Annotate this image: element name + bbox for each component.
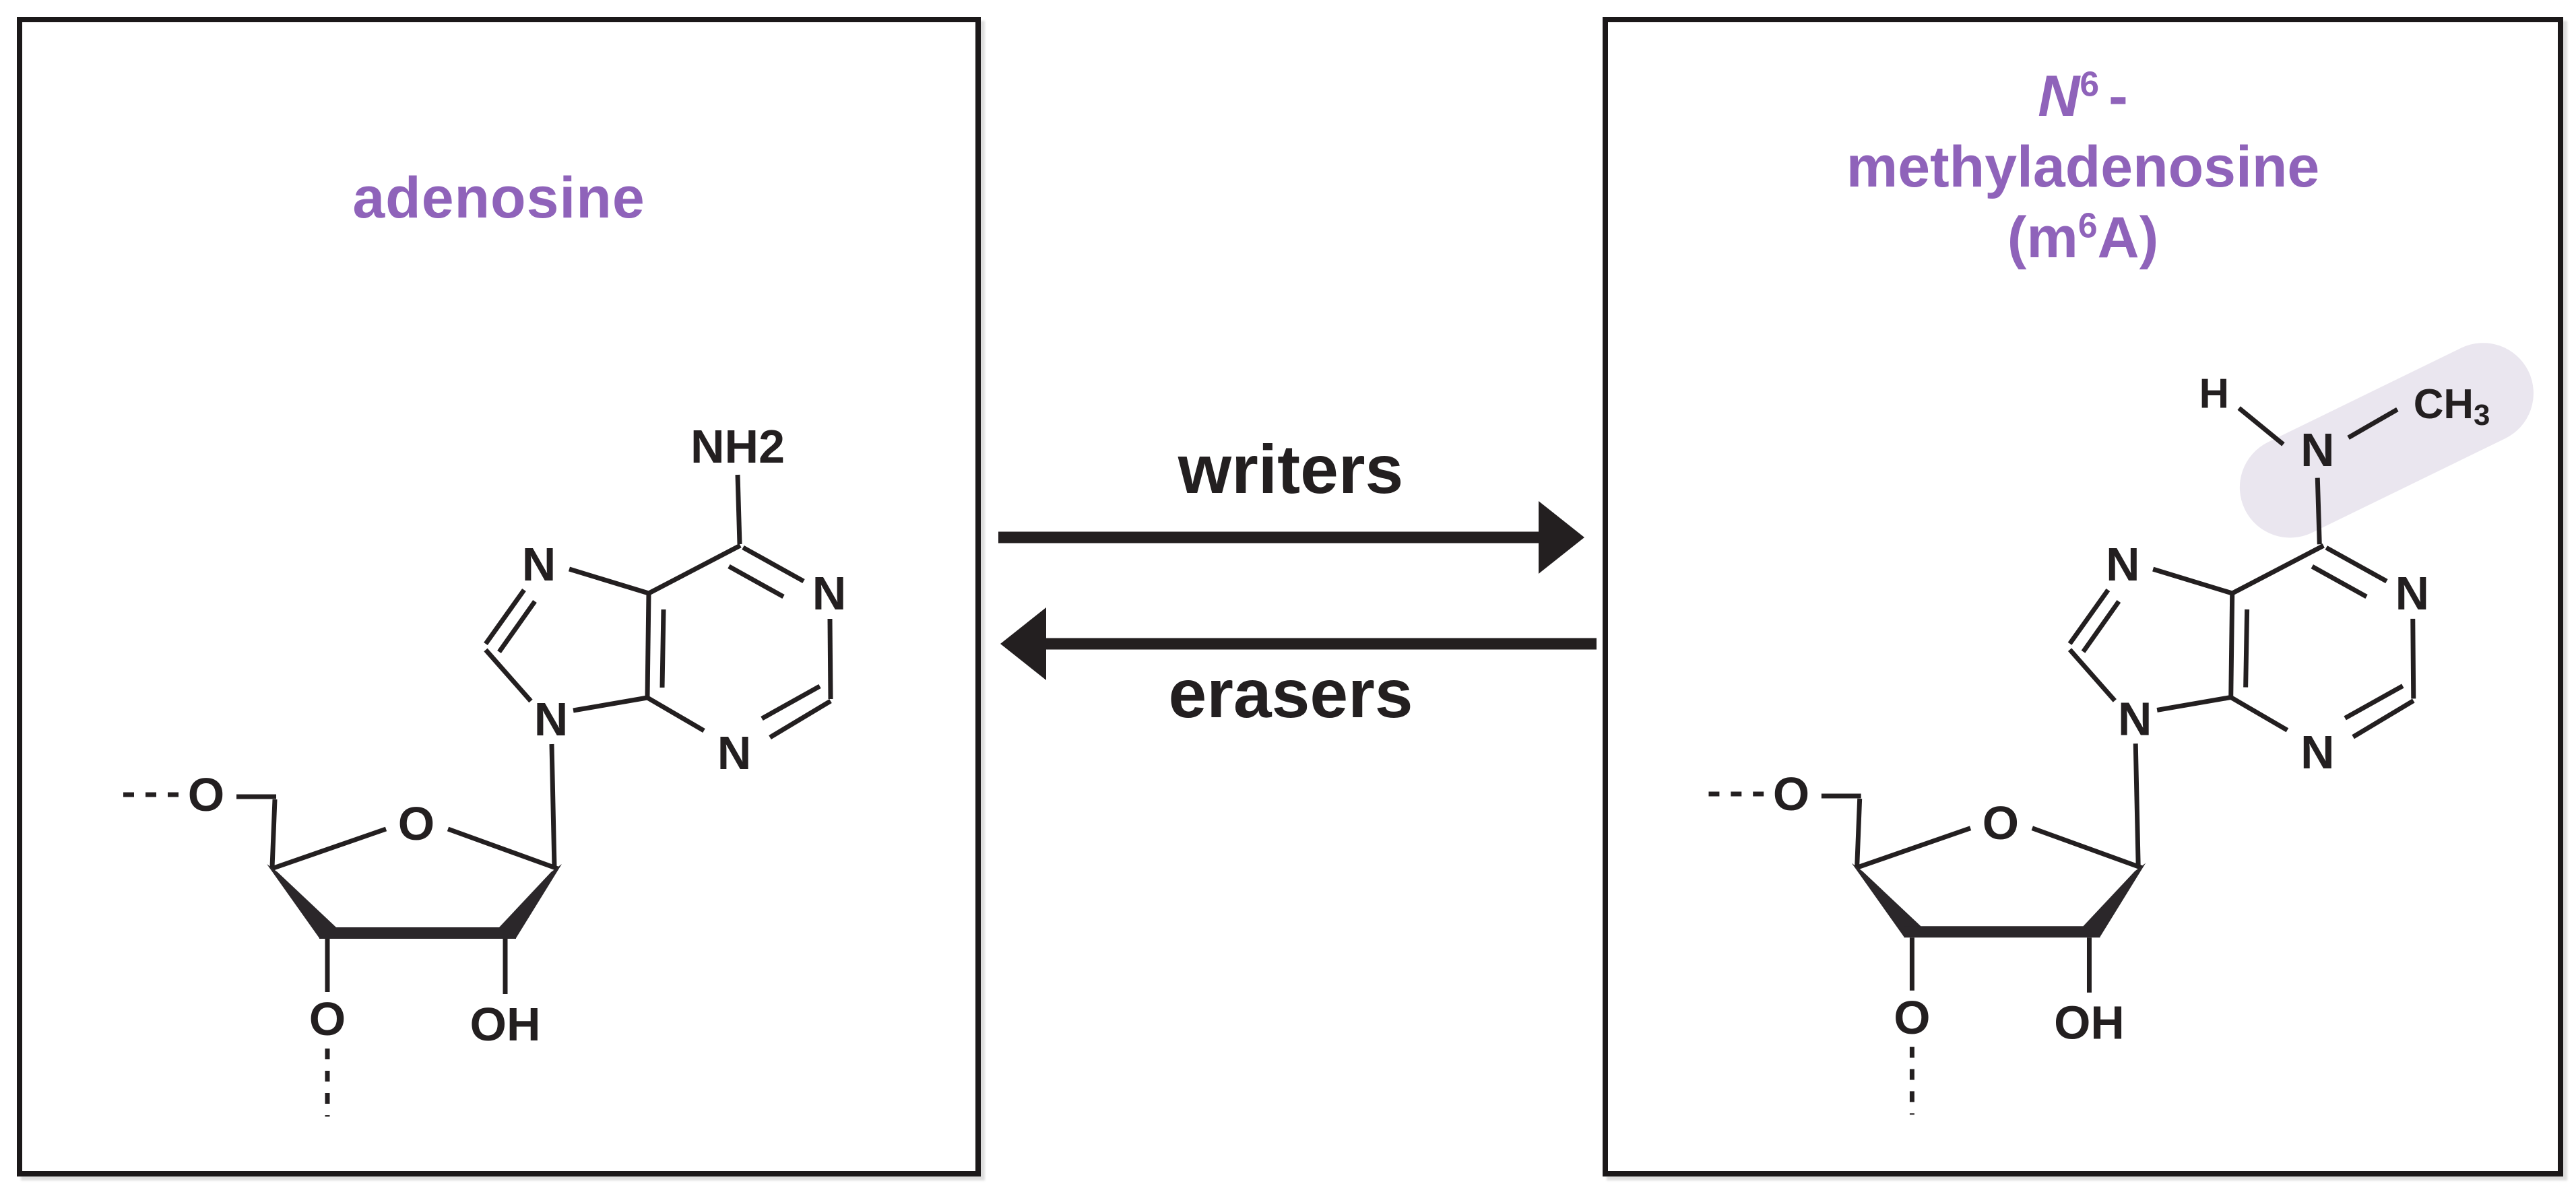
m6a-title-line2: methyladenosine (1846, 134, 2320, 199)
forward-arrow-icon (998, 501, 1584, 574)
n3-label: N (717, 727, 752, 779)
adenosine-structure: NH2 N N N N O O OH O (112, 420, 847, 1117)
methyl-highlight (2239, 343, 2534, 538)
o3-label: O (1894, 991, 1930, 1044)
m6a-title-line1: N6- (2038, 64, 2128, 129)
adenosine-panel: adenosine (17, 17, 981, 1176)
m6a-structure: H N CH3 N N N N O O OH O (1698, 343, 2534, 1115)
methyl-label: CH3 (2414, 381, 2490, 432)
o5-label: O (1773, 768, 1809, 820)
n9-label: N (534, 693, 569, 745)
hydroxyl-label: OH (470, 998, 541, 1051)
erasers-label: erasers (1168, 655, 1413, 732)
adenosine-bonds (112, 474, 833, 1117)
hydroxyl-label: OH (2054, 997, 2125, 1049)
ring-oxygen-label: O (1983, 797, 2019, 849)
m6a-panel: N6- methyladenosine (m6A) (1603, 17, 2563, 1176)
n1-label: N (812, 567, 847, 620)
m6a-title: N6- methyladenosine (m6A) (1608, 61, 2558, 273)
n6-label: N (2300, 424, 2334, 476)
n9-label: N (2118, 692, 2152, 745)
reaction-arrows: writers erasers (998, 431, 1597, 732)
n3-label: N (2300, 726, 2334, 778)
m6a-atom-labels: H N CH3 N N N N O O OH O (1773, 371, 2490, 1049)
m6a-title-line3: (m6A) (2007, 205, 2159, 270)
amine-h-label: H (2199, 371, 2230, 418)
m6a-bonds (1698, 406, 2416, 1115)
n7-label: N (2106, 538, 2139, 591)
o3-label: O (309, 993, 346, 1045)
n7-label: N (522, 538, 556, 591)
amine-label: NH2 (690, 420, 785, 473)
adenosine-atom-labels: NH2 N N N N O O OH O (188, 420, 847, 1051)
n1-label: N (2395, 567, 2429, 620)
writers-label: writers (1178, 431, 1404, 508)
adenosine-title: adenosine (352, 166, 645, 230)
ring-oxygen-label: O (398, 797, 434, 850)
reverse-arrow-icon (1000, 607, 1597, 680)
o5-label: O (188, 768, 224, 821)
